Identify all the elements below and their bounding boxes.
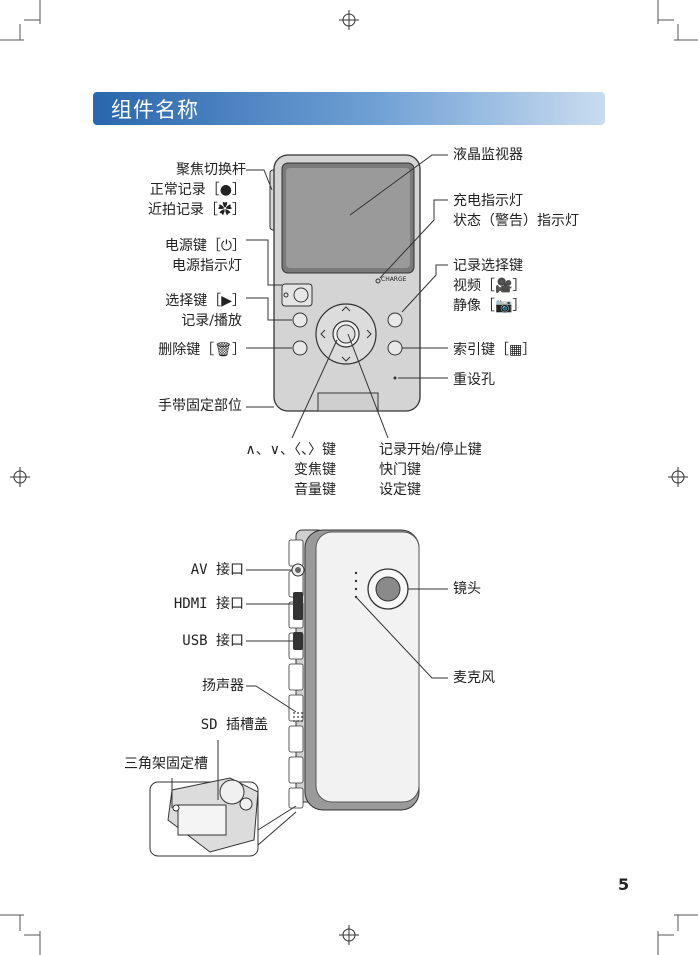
- label-lens: 镜头: [453, 581, 481, 597]
- label-select-key: 选择键［▶］: [165, 293, 246, 309]
- label-arrow-keys: ∧、∨、〈、〉键: [245, 442, 337, 458]
- label-volume-key: 音量键: [294, 482, 336, 498]
- camera-front: [269, 154, 421, 412]
- label-speaker: 扬声器: [202, 678, 244, 694]
- charge-mark: CHARGE: [381, 276, 407, 283]
- label-video: 视频［🎥］: [453, 278, 527, 294]
- label-normal-record: 正常记录［●］: [149, 182, 246, 198]
- label-tripod: 三角架固定槽: [124, 756, 208, 772]
- label-shutter-key: 快门键: [379, 462, 421, 478]
- label-strap-mount: 手带固定部位: [158, 398, 242, 414]
- label-rec-select-key: 记录选择键: [453, 258, 523, 274]
- label-set-key: 设定键: [379, 482, 421, 498]
- camera-back: [288, 529, 420, 811]
- page-title: 组件名称: [111, 98, 199, 122]
- back-leader-lines: [171, 569, 448, 808]
- label-lcd: 液晶监视器: [453, 147, 523, 163]
- label-charge-light: 充电指示灯: [453, 193, 523, 209]
- label-index-key: 索引键［▦］: [453, 342, 537, 358]
- label-hdmi: HDMI 接口: [173, 596, 244, 612]
- label-status-light: 状态（警告）指示灯: [453, 213, 579, 229]
- tripod-inset: [149, 777, 297, 857]
- label-zoom-key: 变焦键: [294, 462, 336, 478]
- label-sd-cover: SD 插槽盖: [200, 717, 268, 733]
- title-bar: 组件名称: [93, 92, 605, 125]
- label-delete-key: 删除键［🗑］: [158, 342, 246, 358]
- front-leader-lines: [246, 154, 448, 439]
- label-power-light: 电源指示灯: [172, 258, 242, 274]
- label-focus-switch: 聚焦切换杆: [176, 162, 246, 178]
- label-still: 静像［📷］: [453, 298, 527, 314]
- label-usb: USB 接口: [182, 633, 244, 649]
- label-reset-hole: 重设孔: [453, 372, 495, 388]
- label-power-key: 电源键［⏻］: [164, 238, 246, 254]
- registration-marks: [10, 10, 688, 945]
- label-av: AV 接口: [190, 562, 244, 578]
- label-mic: 麦克风: [453, 670, 495, 686]
- label-record-play: 记录/播放: [181, 313, 242, 329]
- page-number: 5: [618, 875, 630, 894]
- label-rec-start-stop: 记录开始/停止键: [379, 442, 482, 458]
- label-macro-record: 近拍记录［✿］: [148, 202, 246, 218]
